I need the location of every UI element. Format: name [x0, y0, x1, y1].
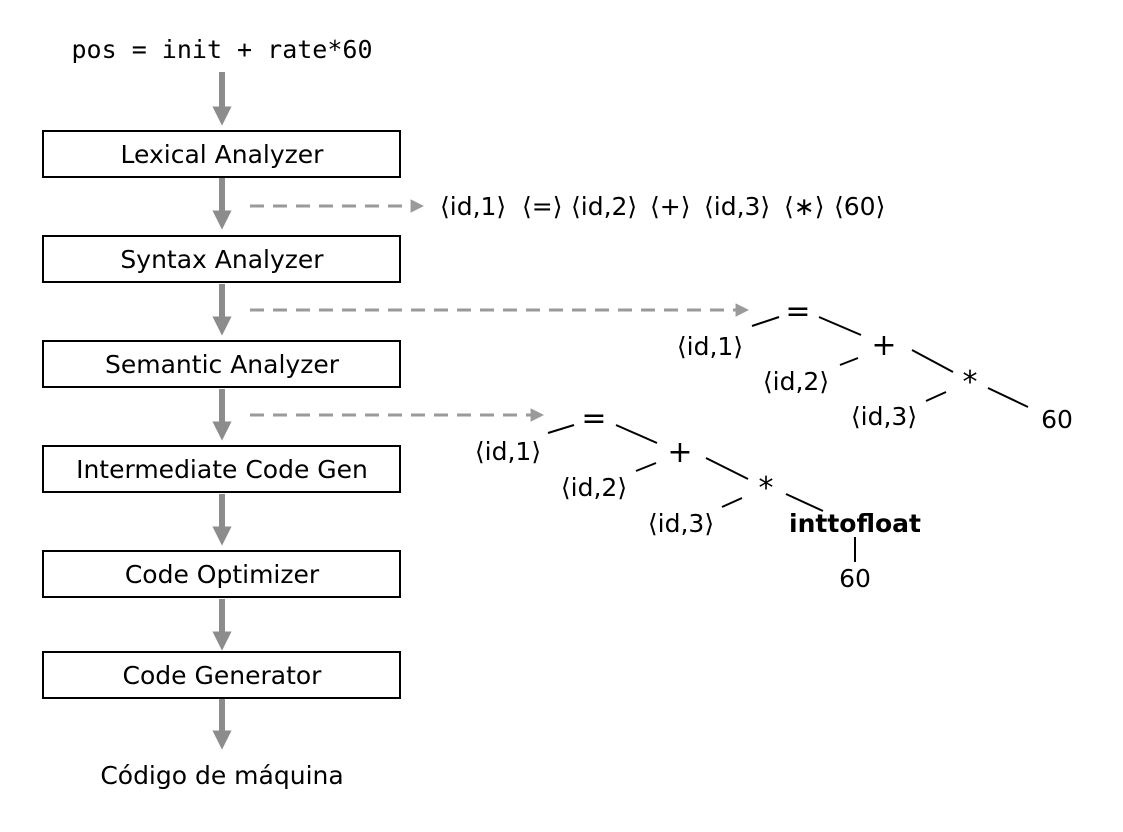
token: ⟨id,1⟩ — [440, 192, 506, 221]
tree-node-plus: + — [871, 328, 896, 363]
tree-node-id: ⟨id,3⟩ — [851, 402, 917, 431]
phase-syntax-analyzer: Syntax Analyzer — [42, 235, 401, 283]
tree-node-number: 60 — [1041, 405, 1073, 434]
semantic-tree: = ⟨id,1⟩ + ⟨id,2⟩ * ⟨id,3⟩ inttofloat 60 — [475, 401, 921, 593]
tree-node-id: ⟨id,1⟩ — [677, 332, 743, 361]
tree-node-assign: = — [581, 401, 606, 436]
phase-semantic-analyzer: Semantic Analyzer — [42, 340, 401, 388]
token: ⟨id,2⟩ — [571, 192, 637, 221]
tree-node-id: ⟨id,3⟩ — [648, 509, 714, 538]
token: ⟨=⟩ — [522, 192, 562, 221]
syntax-tree: = ⟨id,1⟩ + ⟨id,2⟩ * ⟨id,3⟩ 60 — [677, 294, 1073, 434]
tree-node-plus: + — [667, 435, 692, 470]
phase-lexical-analyzer: Lexical Analyzer — [42, 130, 401, 178]
phase-code-generator: Code Generator — [42, 651, 401, 699]
tree-node-id: ⟨id,1⟩ — [475, 437, 541, 466]
tree-node-id: ⟨id,2⟩ — [763, 367, 829, 396]
phase-label: Semantic Analyzer — [105, 350, 340, 379]
tree-node-id: ⟨id,2⟩ — [561, 473, 627, 502]
tree-node-number: 60 — [839, 564, 871, 593]
phase-intermediate-code-gen: Intermediate Code Gen — [42, 445, 401, 493]
phase-label: Code Optimizer — [125, 560, 320, 589]
token: ⟨∗⟩ — [784, 192, 824, 221]
phase-label: Intermediate Code Gen — [76, 455, 368, 484]
phase-label: Syntax Analyzer — [120, 245, 324, 274]
phase-code-optimizer: Code Optimizer — [42, 550, 401, 598]
tree-node-times: * — [759, 471, 774, 506]
token: ⟨60⟩ — [834, 192, 885, 221]
machine-code-output: Código de máquina — [100, 761, 343, 790]
phase-label: Lexical Analyzer — [121, 140, 325, 169]
token: ⟨+⟩ — [650, 192, 690, 221]
source-code: pos = init + rate*60 — [71, 35, 372, 64]
phase-label: Code Generator — [123, 661, 323, 690]
tree-node-conversion: inttofloat — [789, 509, 921, 538]
tree-node-times: * — [963, 365, 978, 400]
tree-node-assign: = — [785, 294, 810, 329]
token-stream: ⟨id,1⟩ ⟨=⟩ ⟨id,2⟩ ⟨+⟩ ⟨id,3⟩ ⟨∗⟩ ⟨60⟩ — [440, 192, 885, 221]
token: ⟨id,3⟩ — [704, 192, 770, 221]
